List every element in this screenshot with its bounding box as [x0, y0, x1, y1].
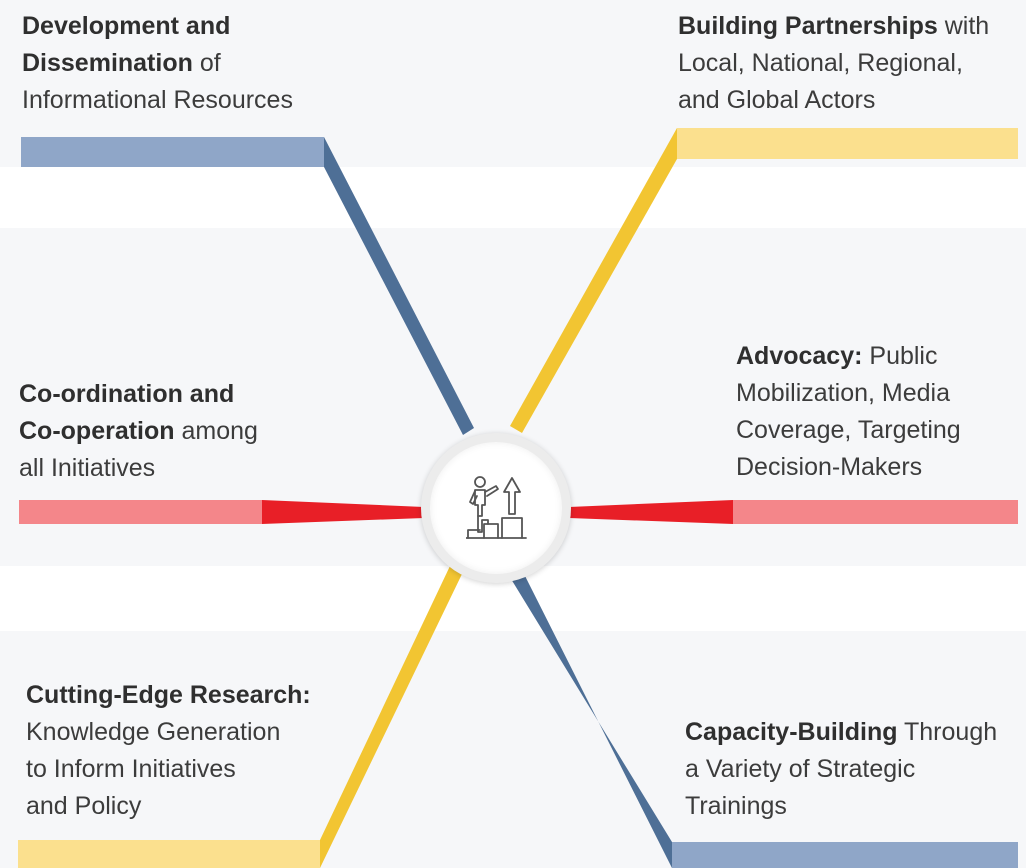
- center-hub: [421, 433, 571, 583]
- connector-bottom-right: [508, 566, 672, 868]
- item-text-line: to Inform Initiatives: [26, 755, 236, 783]
- connector-middle-right: [569, 500, 733, 524]
- item-text-line: Decision-Makers: [736, 453, 923, 481]
- item-text-line: and Global Actors: [678, 86, 876, 114]
- background-band-bottom: [0, 631, 1026, 868]
- connector-top-left: [324, 137, 474, 435]
- item-title-line: Capacity-Building: [685, 718, 898, 746]
- item-text-line: all Initiatives: [19, 454, 156, 482]
- bar-bottom-right: [672, 842, 1018, 868]
- item-text-line: Local, National, Regional,: [678, 49, 963, 77]
- item-text-line: Trainings: [685, 792, 787, 820]
- item-text-line: Informational Resources: [22, 86, 293, 114]
- item-title-line: Development and: [22, 12, 231, 40]
- center-hub-inner: [430, 442, 562, 574]
- item-text-line: a Variety of Strategic: [685, 755, 916, 783]
- item-title-line: Building Partnerships: [678, 12, 938, 40]
- item-title-line: Co-ordination and: [19, 380, 235, 408]
- bar-top-left: [21, 137, 324, 167]
- item-coordination-cooperation: Co-ordination and Co-operation among all…: [19, 376, 258, 487]
- item-text-line: Mobilization, Media: [736, 379, 950, 407]
- item-advocacy: Advocacy: Public Mobilization, Media Cov…: [736, 338, 961, 486]
- item-capacity-building: Capacity-Building Through a Variety of S…: [685, 714, 997, 825]
- connector-bottom-left: [320, 566, 462, 868]
- bar-middle-right: [733, 500, 1018, 524]
- item-cutting-edge-research: Cutting-Edge Research: Knowledge Generat…: [26, 677, 311, 825]
- item-text-line: Public: [862, 342, 938, 370]
- item-text-line: Knowledge Generation: [26, 718, 281, 746]
- item-text-line: with: [937, 12, 990, 40]
- bar-bottom-left: [18, 840, 320, 868]
- item-text-line: and Policy: [26, 792, 142, 820]
- item-title-line: Cutting-Edge Research:: [26, 681, 311, 709]
- bar-middle-left: [19, 500, 262, 524]
- item-text-line: Coverage, Targeting: [736, 416, 961, 444]
- connector-middle-left: [262, 500, 424, 524]
- item-title-line: Co-operation: [19, 417, 175, 445]
- item-text-line: among: [174, 417, 258, 445]
- connector-top-right: [510, 128, 677, 433]
- item-text-line: Through: [897, 718, 998, 746]
- item-title-line: Advocacy:: [736, 342, 863, 370]
- item-text-line: of: [192, 49, 221, 77]
- item-title-line: Dissemination: [22, 49, 193, 77]
- item-building-partnerships: Building Partnerships with Local, Nation…: [678, 8, 989, 119]
- person-climbing-steps-arrow-up-icon: [466, 476, 527, 539]
- bar-top-right: [677, 128, 1018, 159]
- item-development-dissemination: Development and Dissemination of Informa…: [22, 8, 293, 119]
